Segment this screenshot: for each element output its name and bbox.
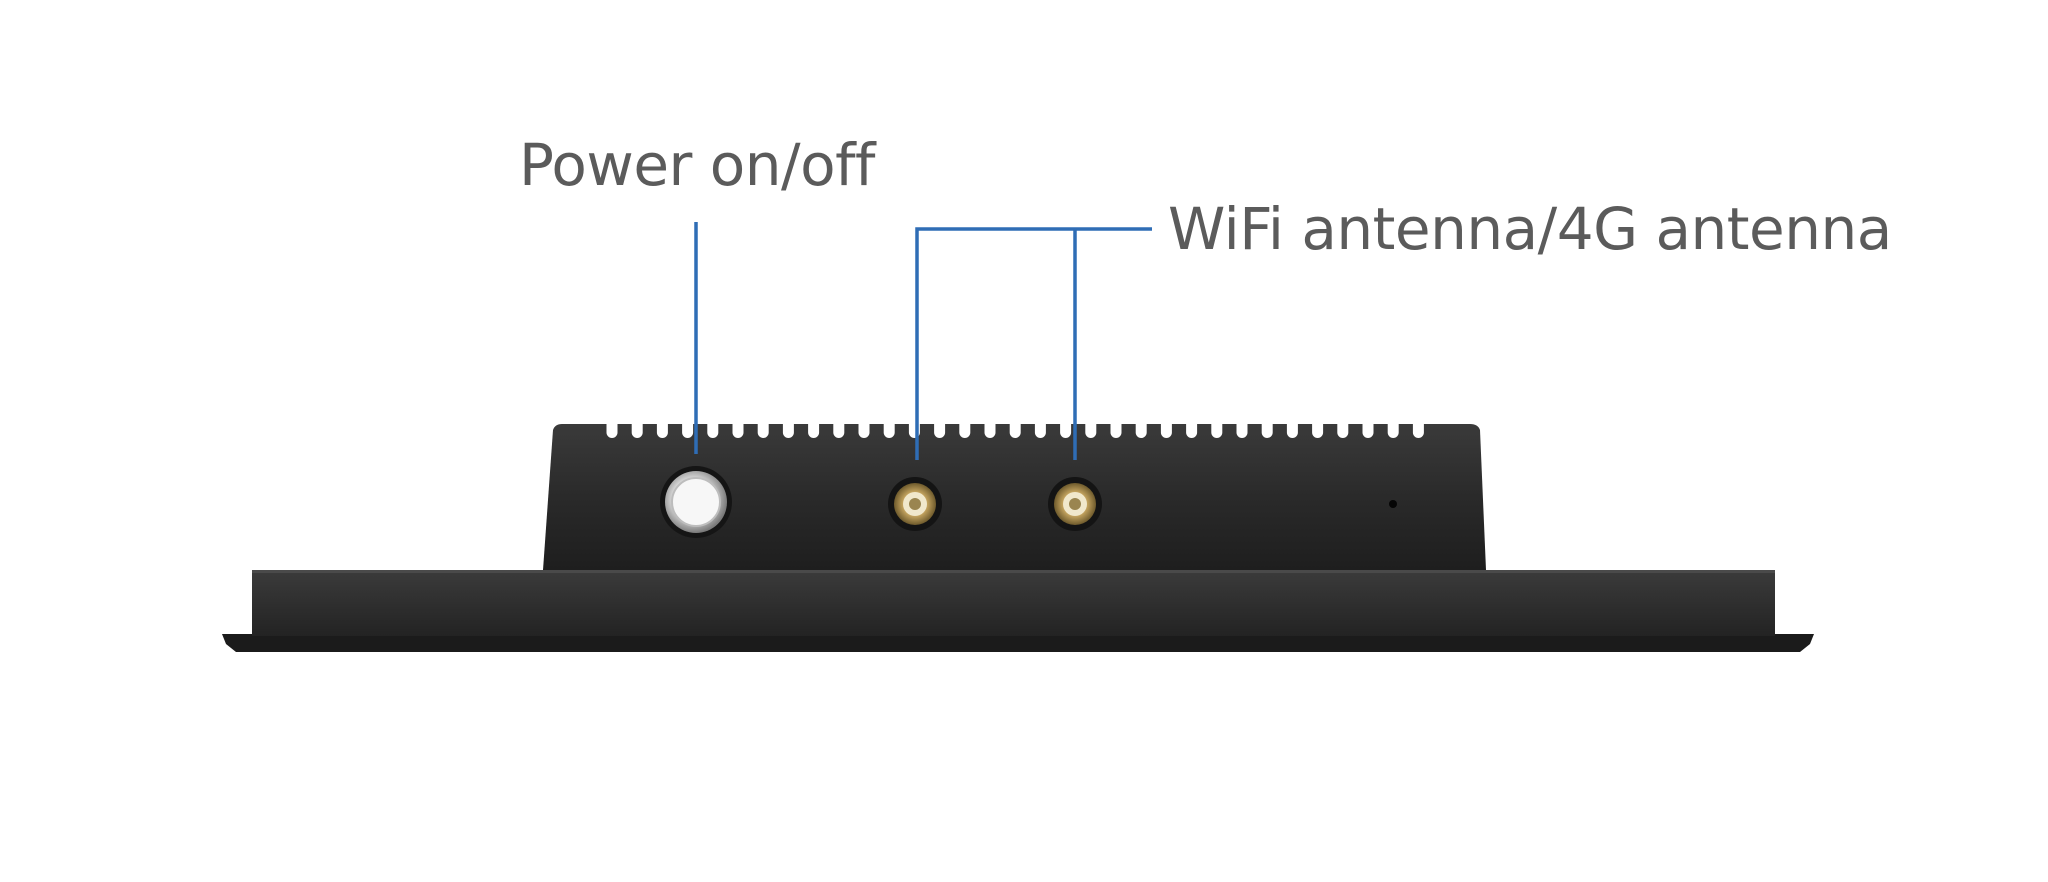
vent-notch bbox=[1085, 423, 1097, 439]
vent-notch bbox=[1211, 423, 1223, 439]
vent-notch bbox=[1261, 423, 1273, 439]
vent-notch bbox=[682, 423, 694, 439]
vent-notch bbox=[1387, 423, 1399, 439]
vent-notch bbox=[1034, 423, 1046, 439]
vent-notch bbox=[1236, 423, 1248, 439]
vent-notch bbox=[1186, 423, 1198, 439]
vent-notch bbox=[631, 423, 643, 439]
vent-notch bbox=[984, 423, 996, 439]
indicator-dot-icon bbox=[1389, 500, 1397, 508]
power-button-icon[interactable] bbox=[660, 466, 732, 538]
vent-notch bbox=[1110, 423, 1122, 439]
vent-notch bbox=[1286, 423, 1298, 439]
vent-notch bbox=[858, 423, 870, 439]
vent-notch bbox=[757, 423, 769, 439]
vent-notch bbox=[1312, 423, 1324, 439]
callout-lines bbox=[694, 222, 1152, 460]
vent-notch bbox=[1060, 423, 1072, 439]
vent-notch bbox=[707, 423, 719, 439]
rear-housing bbox=[543, 424, 1486, 570]
vent-notch bbox=[782, 423, 794, 439]
vent-notch bbox=[732, 423, 744, 439]
vent-notch bbox=[656, 423, 668, 439]
vent-notch bbox=[1135, 423, 1147, 439]
vent-notch bbox=[1009, 423, 1021, 439]
sma-connector-icon bbox=[1048, 477, 1102, 531]
front-panel bbox=[252, 570, 1775, 636]
vent-notch bbox=[959, 423, 971, 439]
vent-notch bbox=[934, 423, 946, 439]
vent-notch bbox=[833, 423, 845, 439]
vent-notch bbox=[1412, 423, 1424, 439]
power-label: Power on/off bbox=[519, 131, 875, 199]
vent-notch bbox=[1362, 423, 1374, 439]
bezel-flange bbox=[222, 634, 1814, 652]
vent-notch bbox=[883, 423, 895, 439]
vent-notch bbox=[808, 423, 820, 439]
vent-notch bbox=[1160, 423, 1172, 439]
sma-connector-icon bbox=[888, 477, 942, 531]
vent-fins bbox=[606, 423, 1424, 439]
vent-notch bbox=[1337, 423, 1349, 439]
vent-notch bbox=[606, 423, 618, 439]
antenna-label: WiFi antenna/4G antenna bbox=[1168, 195, 1892, 263]
